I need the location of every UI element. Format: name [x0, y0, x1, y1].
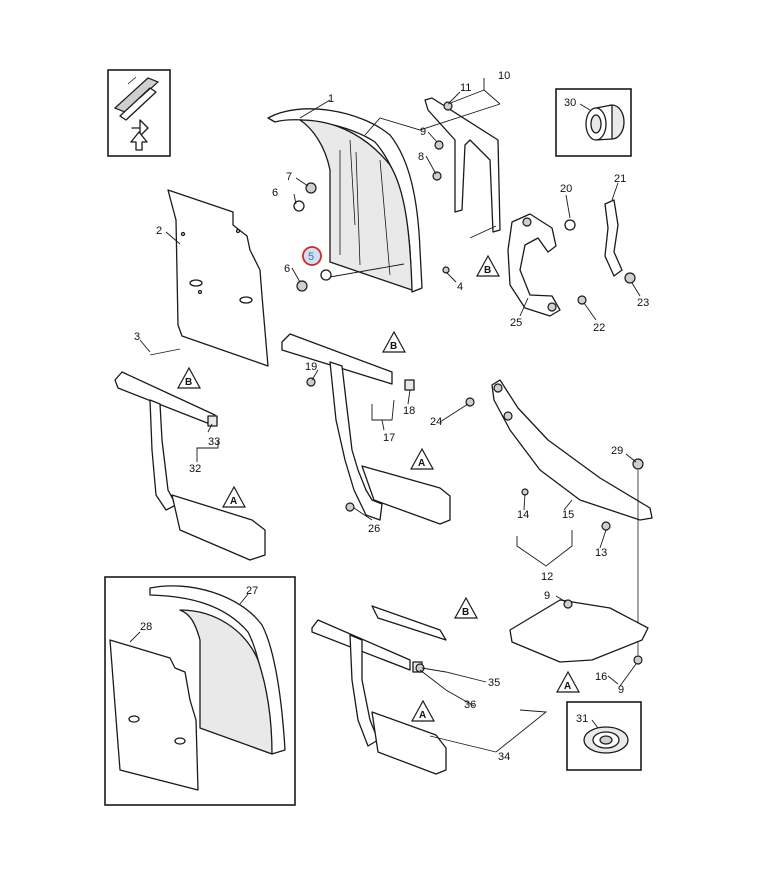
- callout-36: 36: [464, 699, 476, 711]
- callout-29: 29: [611, 445, 623, 457]
- leader-lines: [129, 78, 641, 753]
- callout-25: 25: [510, 317, 522, 329]
- callout-33: 33: [208, 436, 220, 448]
- callout-7: 7: [286, 171, 292, 183]
- inset-part-30: 30: [555, 88, 632, 157]
- svg-text:A: A: [230, 496, 237, 507]
- callout-35: 35: [488, 677, 500, 689]
- callout-1: 1: [328, 93, 334, 105]
- callout-21: 21: [614, 173, 626, 185]
- vehicle-orientation-icon: [113, 76, 160, 137]
- svg-text:B: B: [185, 377, 192, 388]
- reference-marker-b-2: B: [381, 330, 407, 353]
- callout-22: 22: [593, 322, 605, 334]
- callout-6-upper: 6: [272, 187, 278, 199]
- callout-27: 27: [246, 585, 258, 597]
- reference-marker-a-4: A: [410, 699, 436, 722]
- bracket-part-21: [604, 199, 623, 277]
- bushing-icon: [585, 104, 625, 141]
- callout-11: 11: [460, 82, 471, 94]
- callout-26: 26: [368, 523, 380, 535]
- grommet-icon: [583, 726, 629, 754]
- reference-marker-b-3: B: [176, 366, 202, 389]
- callout-3: 3: [134, 331, 140, 343]
- svg-text:A: A: [419, 710, 426, 721]
- callout-12: 12: [541, 571, 553, 583]
- callout-13: 13: [595, 547, 607, 559]
- tube-assembly-17: [281, 333, 451, 525]
- inset-part-31: 31: [566, 701, 642, 771]
- callout-9-middle: 9: [544, 590, 550, 602]
- svg-text:5: 5: [308, 251, 314, 263]
- tube-assembly-34: [311, 605, 447, 775]
- tube-assembly-32: [114, 371, 266, 561]
- callout-10: 10: [498, 70, 510, 82]
- callout-9-bottom: 9: [618, 684, 624, 696]
- callout-24: 24: [430, 416, 442, 428]
- svg-text:B: B: [390, 341, 397, 352]
- callout-34: 34: [498, 751, 510, 763]
- callout-numbers: 1 2 3 4 6 6 7 8 9 9 9 10 11 12 13 14 15 …: [134, 70, 649, 763]
- callout-16: 16: [595, 671, 607, 683]
- reference-marker-b-1: B: [475, 254, 501, 277]
- callout-28: 28: [140, 621, 152, 633]
- callout-31: 31: [576, 713, 588, 725]
- bracket-part-10: [424, 97, 501, 233]
- callout-20: 20: [560, 183, 572, 195]
- orientation-inset: [107, 69, 171, 157]
- callout-23: 23: [637, 297, 649, 309]
- callout-19: 19: [305, 361, 317, 373]
- callout-4: 4: [457, 281, 463, 293]
- callout-9-top: 9: [420, 126, 426, 138]
- callout-18: 18: [403, 405, 415, 417]
- callout-8: 8: [418, 151, 424, 163]
- svg-text:A: A: [564, 681, 571, 692]
- reference-marker-b-4: B: [453, 596, 479, 619]
- callout-15: 15: [562, 509, 574, 521]
- svg-text:A: A: [418, 458, 425, 469]
- mounting-arm-part-25: [507, 213, 561, 317]
- base-plate-part-16: [509, 599, 649, 665]
- callout-30: 30: [564, 97, 576, 109]
- reference-marker-a-1: A: [409, 447, 435, 470]
- reference-marker-a-2: A: [221, 485, 247, 508]
- inset-parts-27-28: [104, 576, 296, 806]
- callout-17: 17: [383, 432, 395, 444]
- arrow-up-icon: [130, 131, 148, 151]
- callout-2: 2: [156, 225, 162, 237]
- callout-32: 32: [189, 463, 201, 475]
- svg-text:B: B: [484, 265, 491, 276]
- highlighted-callout-5[interactable]: 5: [302, 246, 322, 266]
- callout-6-lower: 6: [284, 263, 290, 275]
- svg-text:B: B: [462, 607, 469, 618]
- callout-14: 14: [517, 509, 529, 521]
- reference-marker-a-3: A: [555, 670, 581, 693]
- fasteners: [149, 140, 644, 673]
- backplate-part-2: [167, 189, 269, 367]
- mudguard-part-1: [267, 108, 423, 293]
